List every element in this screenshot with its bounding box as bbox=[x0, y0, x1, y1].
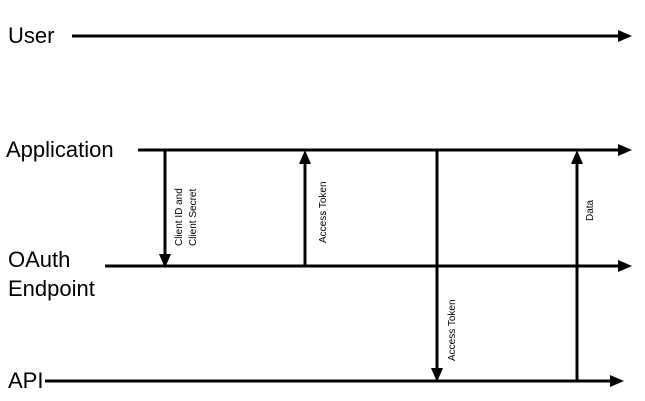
lane-label-oauth-line2: Endpoint bbox=[8, 276, 95, 301]
lane-label-api: API bbox=[8, 368, 43, 393]
lane-label-user: User bbox=[8, 23, 54, 48]
message-client-credentials-label-line1: Client ID and bbox=[174, 188, 185, 246]
message-data-label: Data bbox=[585, 199, 596, 221]
message-client-credentials-label-line2: Client Secret bbox=[188, 189, 199, 246]
message-client-credentials-arrow bbox=[159, 150, 171, 268]
lane-label-application: Application bbox=[6, 137, 114, 162]
lane-line-application bbox=[138, 144, 632, 156]
message-data-arrow bbox=[571, 150, 583, 381]
message-access-token-to-api-arrow bbox=[431, 150, 443, 382]
lane-label-oauth-line1: OAuth bbox=[8, 247, 70, 272]
lane-line-oauth bbox=[105, 260, 632, 272]
message-access-token-to-app-label: Access Token bbox=[318, 181, 329, 243]
message-access-token-to-app-arrow bbox=[299, 150, 311, 266]
lane-line-api bbox=[45, 375, 624, 387]
message-access-token-to-api-label: Access Token bbox=[447, 299, 458, 361]
lane-line-user bbox=[72, 30, 632, 42]
